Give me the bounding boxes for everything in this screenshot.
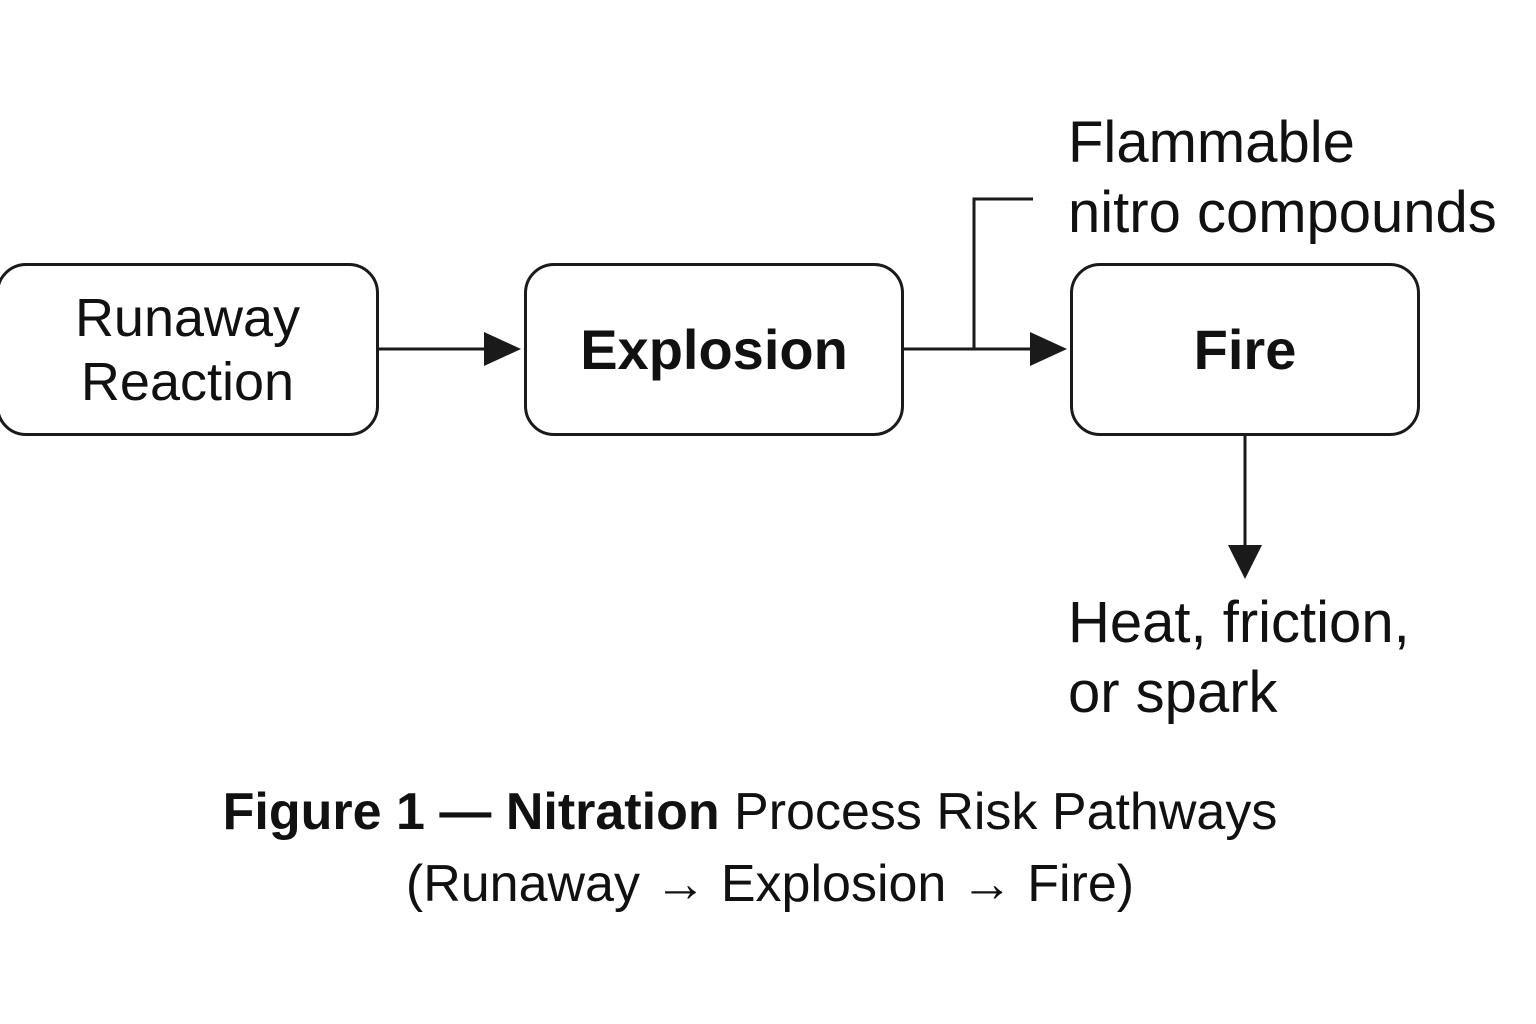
node-fire-label: Fire bbox=[1193, 317, 1297, 381]
figure-caption-title-strong: Figure 1 — Nitration bbox=[222, 783, 720, 841]
node-fire: Fire bbox=[1070, 263, 1420, 436]
annotation-flammable-nitro-compounds: Flammable nitro compounds bbox=[1068, 110, 1497, 245]
node-runaway-reaction: Runaway Reaction bbox=[0, 263, 379, 436]
figure-caption-title: Figure 1 — Nitration Process Risk Pathwa… bbox=[0, 780, 1518, 844]
arrowhead-fire-icon bbox=[1030, 332, 1067, 366]
figure-caption-title-rest: Process Risk Pathways bbox=[719, 783, 1278, 841]
figure-caption-subtitle: (Runaway → Explosion → Fire) bbox=[405, 855, 1135, 913]
node-explosion: Explosion bbox=[524, 263, 904, 436]
node-runaway-reaction-label: Runaway Reaction bbox=[74, 287, 301, 412]
arrowhead-ignition-icon bbox=[1228, 545, 1262, 579]
flammable-connector bbox=[972, 197, 1033, 349]
arrowhead-explosion-icon bbox=[484, 332, 521, 366]
node-explosion-label: Explosion bbox=[580, 317, 848, 381]
annotation-ignition-sources: Heat, friction, or spark bbox=[1068, 590, 1410, 725]
